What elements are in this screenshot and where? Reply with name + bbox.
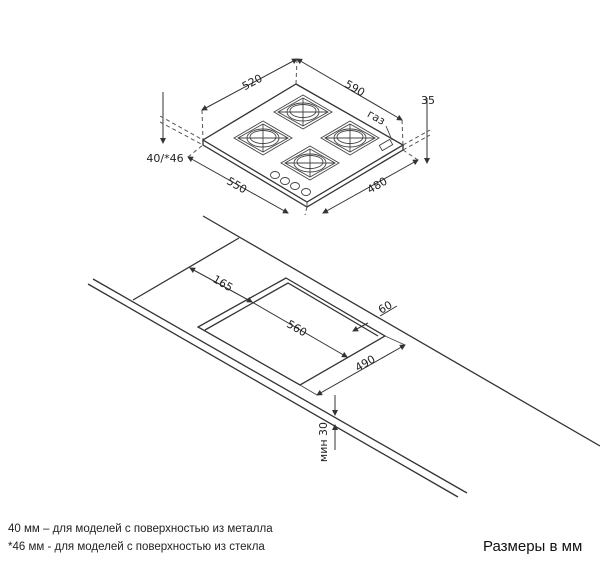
burner-grate-outer <box>320 120 380 156</box>
dim-line-590 <box>296 58 403 121</box>
burner-grate-outer <box>280 145 340 181</box>
dim-520: 520 <box>240 72 265 93</box>
burner-cap-inner <box>249 130 277 144</box>
extension-line <box>402 129 431 146</box>
units-label: Размеры в мм <box>483 538 583 555</box>
countertop-side-line <box>132 237 240 301</box>
dim-590: 590 <box>342 78 367 100</box>
cutout-inner <box>204 282 379 337</box>
knob-icon <box>270 171 280 179</box>
extension-line <box>159 115 204 141</box>
extension-line <box>295 58 298 85</box>
extension-line <box>384 335 406 346</box>
extension-line <box>299 384 318 396</box>
dim-490: 490 <box>353 353 378 375</box>
note-metal: 40 мм – для моделей с поверхностью из ме… <box>8 523 273 535</box>
dim-35: 35 <box>421 94 435 107</box>
dim-line-165 <box>189 267 253 303</box>
gas-inlet <box>378 138 394 152</box>
extension-line <box>402 149 419 161</box>
knob-icon <box>301 188 311 196</box>
burner-cap-inner <box>336 130 364 144</box>
burner-cap <box>246 128 280 148</box>
burner-icon <box>233 120 293 156</box>
gas-label-leader <box>385 125 393 141</box>
dim-40-46: 40/*46 <box>146 152 183 165</box>
burner-grate-outer <box>233 120 293 156</box>
hob-drawing: 520 590 550 480 35 40/*46 газ <box>146 58 435 216</box>
dim-60: 60 <box>376 298 395 316</box>
countertop-back-edge <box>202 215 600 447</box>
knob-icon <box>280 177 290 185</box>
burner-icon <box>280 145 340 181</box>
extension-line <box>401 119 404 146</box>
countertop-front-edge <box>92 278 468 494</box>
dim-line-520 <box>201 58 298 111</box>
dim-line-480 <box>322 159 419 214</box>
burner-icon <box>320 120 380 156</box>
extension-line <box>187 144 204 158</box>
dim-560: 560 <box>284 318 309 340</box>
countertop-drawing: 165 560 60 490 мин 30 <box>87 215 600 498</box>
dim-line-550 <box>187 156 289 214</box>
extension-line <box>159 121 204 146</box>
extension-line <box>402 134 431 151</box>
extension-line <box>201 109 204 141</box>
dim-550: 550 <box>224 175 249 197</box>
countertop-front-edge-lower <box>87 283 459 498</box>
dim-line-60 <box>352 322 369 332</box>
dim-line-490 <box>316 344 406 396</box>
dim-line-60-tail <box>379 305 398 317</box>
dim-min-30: мин 30 <box>317 422 330 462</box>
knob-icon <box>290 182 300 190</box>
note-glass: *46 мм - для моделей с поверхностью из с… <box>8 541 265 553</box>
burner-cap <box>333 128 367 148</box>
extension-line <box>304 206 308 216</box>
